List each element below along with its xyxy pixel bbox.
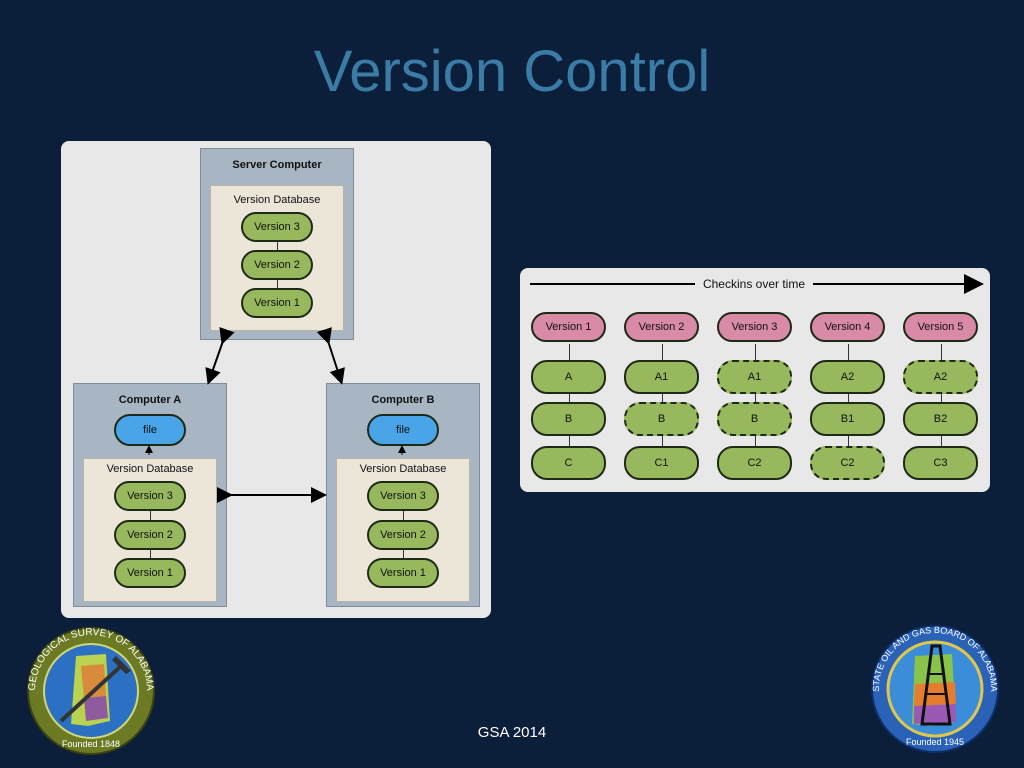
file-state-pill: B2 bbox=[903, 402, 978, 436]
server-computer-b-arrow bbox=[316, 327, 345, 385]
checkins-header: Checkins over time bbox=[702, 277, 806, 291]
version-pill: Version 5 bbox=[903, 312, 978, 342]
geological-survey-seal: GEOLOGICAL SURVEY OF ALABAMA Founded 184… bbox=[27, 627, 155, 755]
computer-a-label: Computer A bbox=[118, 394, 182, 406]
column-connector bbox=[661, 344, 663, 448]
server-version-pill: Version 2 bbox=[241, 250, 313, 280]
file-state-pill: B bbox=[717, 402, 792, 436]
file-state-pill: A2 bbox=[903, 360, 978, 394]
right-seal-founded: Founded 1945 bbox=[906, 737, 964, 747]
file-state-pill: A1 bbox=[717, 360, 792, 394]
computer-b-db-label: Version Database bbox=[359, 463, 447, 475]
server-db-label: Version Database bbox=[233, 194, 321, 206]
computer-b-box: Computer B file Version Database Version… bbox=[326, 383, 480, 607]
file-state-pill: B bbox=[624, 402, 699, 436]
computer-a-version-pill: Version 3 bbox=[114, 481, 186, 511]
server-computer-label: Server Computer bbox=[232, 159, 322, 171]
page-title: Version Control bbox=[313, 39, 711, 104]
server-computer-a-arrow bbox=[205, 327, 235, 385]
computer-a-box: Computer A file Version Database Version… bbox=[73, 383, 227, 607]
column-connector bbox=[568, 344, 570, 448]
computer-b-file: file bbox=[367, 414, 439, 446]
file-state-pill: B bbox=[531, 402, 606, 436]
computer-a-version-pill: Version 2 bbox=[114, 520, 186, 550]
file-state-pill: B1 bbox=[810, 402, 885, 436]
computer-b-version-pill: Version 3 bbox=[367, 481, 439, 511]
computer-a-version-pill: Version 1 bbox=[114, 558, 186, 588]
file-state-pill: A1 bbox=[624, 360, 699, 394]
column-connector bbox=[847, 344, 849, 448]
file-state-pill: C2 bbox=[810, 446, 885, 480]
file-state-pill: C3 bbox=[903, 446, 978, 480]
time-axis-arrow bbox=[530, 274, 984, 294]
file-state-pill: C2 bbox=[717, 446, 792, 480]
file-state-pill: A2 bbox=[810, 360, 885, 394]
server-version-pill: Version 1 bbox=[241, 288, 313, 318]
version-pill: Version 2 bbox=[624, 312, 699, 342]
computer-b-version-database: Version Database Version 3 Version 2 Ver… bbox=[336, 458, 470, 602]
computer-a-file: file bbox=[114, 414, 186, 446]
file-state-pill: C1 bbox=[624, 446, 699, 480]
server-version-database: Version Database Version 3 Version 2 Ver… bbox=[210, 185, 344, 331]
computer-b-label: Computer B bbox=[371, 394, 435, 406]
computer-b-version-pill: Version 1 bbox=[367, 558, 439, 588]
computer-b-version-pill: Version 2 bbox=[367, 520, 439, 550]
version-pill: Version 3 bbox=[717, 312, 792, 342]
file-state-pill: C bbox=[531, 446, 606, 480]
sync-arrows bbox=[145, 327, 406, 503]
version-pill: Version 4 bbox=[810, 312, 885, 342]
version-pill: Version 1 bbox=[531, 312, 606, 342]
left-seal-founded: Founded 1848 bbox=[62, 739, 120, 749]
column-connector bbox=[754, 344, 756, 448]
server-computer-box: Server Computer Version Database Version… bbox=[200, 148, 354, 340]
computer-a-version-database: Version Database Version 3 Version 2 Ver… bbox=[83, 458, 217, 602]
column-connector bbox=[940, 344, 942, 448]
server-version-pill: Version 3 bbox=[241, 212, 313, 242]
oil-gas-board-seal: STATE OIL AND GAS BOARD OF ALABAMA Found… bbox=[871, 625, 999, 753]
distributed-vcs-diagram: Server Computer Version Database Version… bbox=[61, 141, 491, 618]
footer-text: GSA 2014 bbox=[477, 724, 547, 741]
file-state-pill: A bbox=[531, 360, 606, 394]
computer-a-db-label: Version Database bbox=[106, 463, 194, 475]
